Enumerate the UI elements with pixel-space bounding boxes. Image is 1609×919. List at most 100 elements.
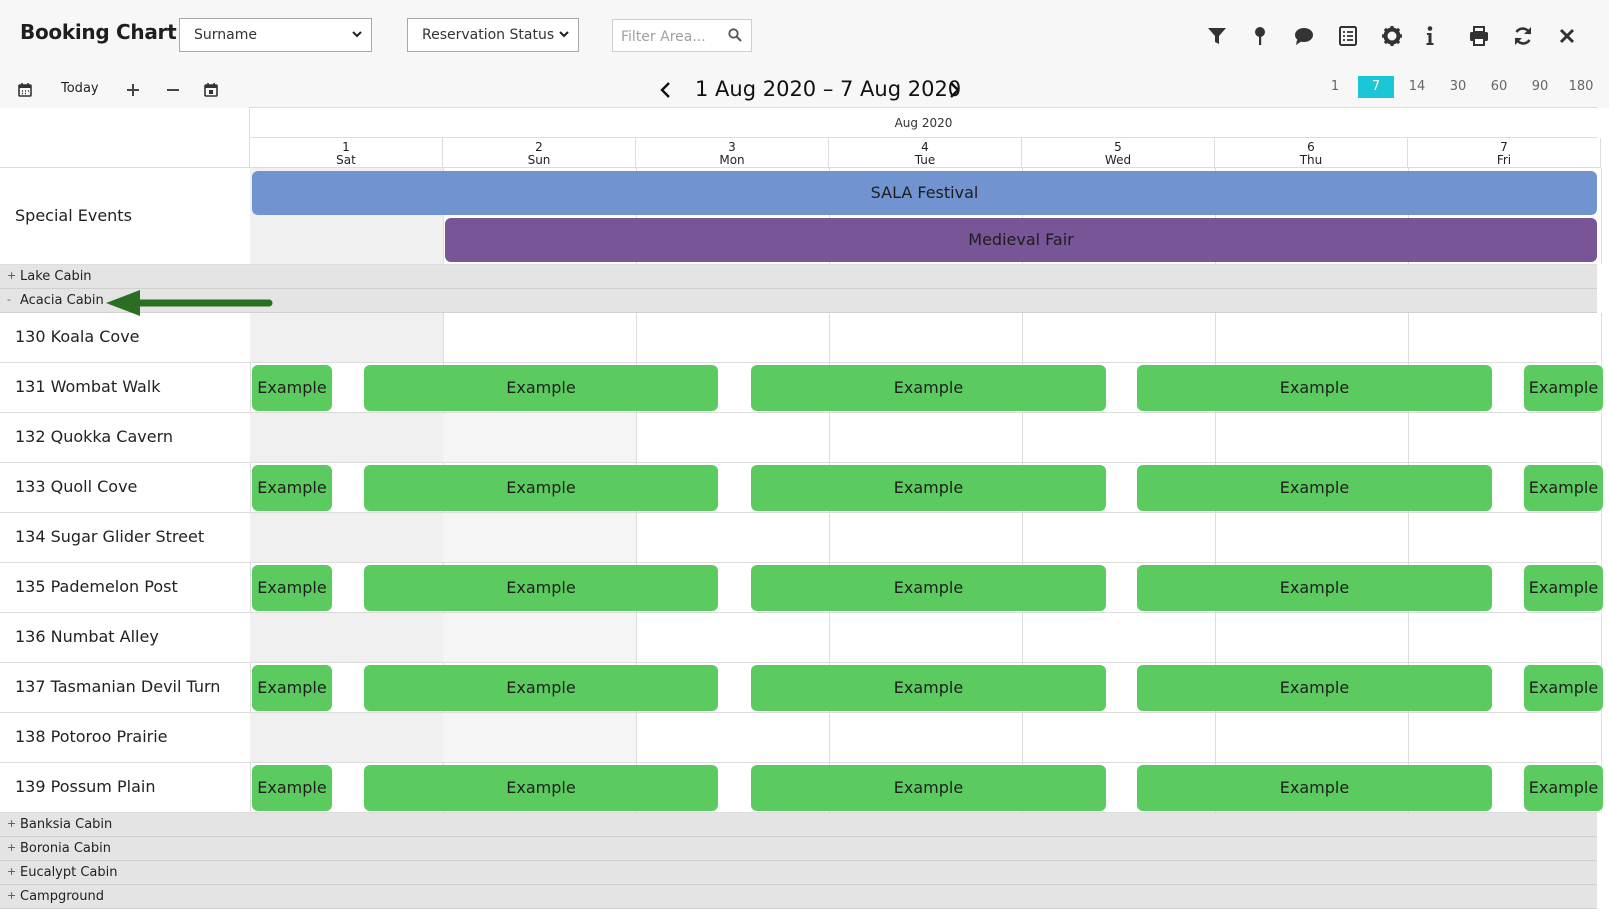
expand-icon[interactable]: +	[7, 269, 17, 282]
booking-block[interactable]: Example	[1137, 465, 1492, 511]
room-label[interactable]: 136 Numbat Alley	[15, 627, 159, 646]
zoom-option-7[interactable]: 7	[1358, 76, 1394, 98]
collapse-icon[interactable]: -	[7, 293, 11, 306]
room-group-label: Boronia Cabin	[20, 841, 111, 856]
room-group-header[interactable]: +Eucalypt Cabin	[0, 861, 1597, 885]
zoom-option-1[interactable]: 1	[1330, 79, 1340, 94]
comment-icon[interactable]	[1292, 24, 1316, 48]
special-events-label: Special Events	[15, 206, 132, 225]
booking-block[interactable]: Example	[1137, 565, 1492, 611]
pin-icon[interactable]	[1248, 24, 1272, 48]
booking-block[interactable]: Example	[1524, 665, 1603, 711]
day-name: Sat	[336, 153, 356, 167]
day-number: 1	[342, 140, 350, 154]
room-group-header[interactable]: +Banksia Cabin	[0, 813, 1597, 837]
day-number: 5	[1114, 140, 1122, 154]
booking-block[interactable]: Example	[1137, 665, 1492, 711]
zoom-option-60[interactable]: 60	[1490, 79, 1508, 94]
sort-select[interactable]: Surname	[179, 18, 372, 52]
booking-block[interactable]: Example	[751, 765, 1106, 811]
room-row: 136 Numbat Alley	[0, 613, 1602, 663]
room-group-header[interactable]: +Campground	[0, 885, 1597, 909]
zoom-option-180[interactable]: 180	[1568, 79, 1594, 94]
room-label[interactable]: 138 Potoroo Prairie	[15, 727, 168, 746]
filter-area-field[interactable]	[612, 19, 752, 52]
booking-block[interactable]: Example	[252, 665, 332, 711]
booking-block[interactable]: Example	[1137, 765, 1492, 811]
plus-icon[interactable]	[125, 78, 141, 102]
print-icon[interactable]	[1467, 24, 1491, 48]
room-label[interactable]: 139 Possum Plain	[15, 777, 156, 796]
zoom-option-14[interactable]: 14	[1408, 79, 1426, 94]
booking-block[interactable]: Example	[364, 765, 718, 811]
expand-icon[interactable]: +	[7, 865, 17, 878]
special-event-bar[interactable]: Medieval Fair	[445, 218, 1597, 262]
room-group-header[interactable]: +Boronia Cabin	[0, 837, 1597, 861]
list-icon[interactable]	[1336, 24, 1360, 48]
room-label[interactable]: 137 Tasmanian Devil Turn	[15, 677, 221, 696]
booking-block[interactable]: Example	[252, 365, 332, 411]
room-label[interactable]: 134 Sugar Glider Street	[15, 527, 205, 546]
room-group-header[interactable]: +Lake Cabin	[0, 265, 1597, 289]
booking-block[interactable]: Example	[364, 665, 718, 711]
booking-block[interactable]: Example	[364, 565, 718, 611]
room-label[interactable]: 130 Koala Cove	[15, 327, 140, 346]
search-icon[interactable]	[728, 28, 742, 42]
calendar-day-icon[interactable]	[203, 78, 219, 102]
zoom-option-90[interactable]: 90	[1531, 79, 1549, 94]
refresh-icon[interactable]	[1511, 24, 1535, 48]
day-number: 4	[921, 140, 929, 154]
booking-block[interactable]: Example	[364, 365, 718, 411]
booking-block[interactable]: Example	[1524, 465, 1603, 511]
status-select[interactable]: Reservation Status	[407, 18, 579, 52]
day-name: Tue	[914, 153, 936, 167]
expand-icon[interactable]: +	[7, 817, 17, 830]
day-name: Mon	[719, 153, 745, 167]
booking-block[interactable]: Example	[751, 565, 1106, 611]
room-label[interactable]: 132 Quokka Cavern	[15, 427, 174, 446]
room-row: 133 Quoll Cove Example Example Example Examp…	[0, 463, 1603, 513]
gear-icon[interactable]	[1380, 24, 1404, 48]
booking-block[interactable]: Example	[252, 765, 332, 811]
booking-block[interactable]: Example	[364, 465, 718, 511]
room-label[interactable]: 135 Pademelon Post	[15, 577, 178, 596]
room-label[interactable]: 133 Quoll Cove	[15, 477, 138, 496]
booking-block[interactable]: Example	[751, 465, 1106, 511]
next-week-icon[interactable]	[946, 78, 962, 102]
room-row: 135 Pademelon Post Example Example Example E…	[0, 563, 1603, 613]
booking-block[interactable]: Example	[1524, 365, 1603, 411]
close-icon[interactable]	[1555, 24, 1579, 48]
calendar-icon[interactable]	[17, 78, 33, 102]
booking-block[interactable]: Example	[1137, 365, 1492, 411]
filter-icon[interactable]	[1205, 24, 1229, 48]
booking-block[interactable]: Example	[751, 665, 1106, 711]
info-icon[interactable]	[1418, 24, 1442, 48]
minus-icon[interactable]	[165, 78, 181, 102]
day-name: Fri	[1496, 153, 1512, 167]
expand-icon[interactable]: +	[7, 841, 17, 854]
booking-block[interactable]: Example	[1524, 765, 1603, 811]
booking-block[interactable]: Example	[1524, 565, 1603, 611]
day-number: 3	[728, 140, 736, 154]
day-name: Sun	[527, 153, 551, 167]
date-navigation-bar: Today 1 Aug 2020 – 7 Aug 2020 1 7 14 30 …	[0, 72, 1609, 108]
zoom-option-30[interactable]: 30	[1449, 79, 1467, 94]
special-event-bar[interactable]: SALA Festival	[252, 171, 1597, 215]
room-group-label: Banksia Cabin	[20, 817, 113, 832]
day-name: Wed	[1104, 153, 1132, 167]
previous-week-icon[interactable]	[658, 78, 674, 102]
today-button[interactable]: Today	[61, 81, 99, 96]
room-group-label: Eucalypt Cabin	[20, 865, 118, 880]
expand-icon[interactable]: +	[7, 889, 17, 902]
filter-area-input[interactable]	[619, 25, 728, 48]
booking-block[interactable]: Example	[252, 565, 332, 611]
top-toolbar: Booking Chart Surname Reservation Status	[0, 0, 1609, 72]
room-label[interactable]: 131 Wombat Walk	[15, 377, 161, 396]
chevron-down-icon	[352, 31, 362, 38]
booking-block[interactable]: Example	[252, 465, 332, 511]
booking-block[interactable]: Example	[751, 365, 1106, 411]
